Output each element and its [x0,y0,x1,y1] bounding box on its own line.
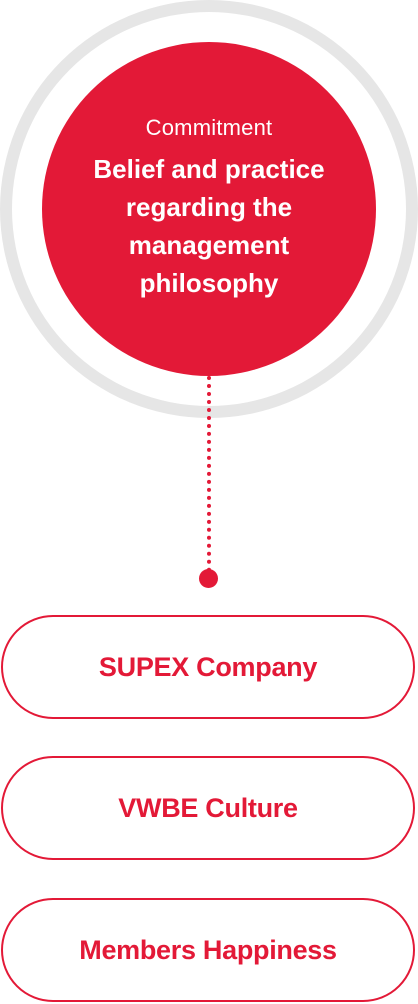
dotted-connector-line [207,376,211,572]
commitment-circle: Commitment Belief and practice regarding… [42,42,376,376]
commitment-text: Belief and practice regarding the manage… [93,154,325,298]
item-members-happiness: Members Happiness [1,898,415,1002]
item-supex-company: SUPEX Company [1,615,415,719]
commitment-label: Commitment [145,115,273,140]
item-vwbe-culture: VWBE Culture [1,756,415,860]
connector-endpoint-dot [199,569,218,588]
